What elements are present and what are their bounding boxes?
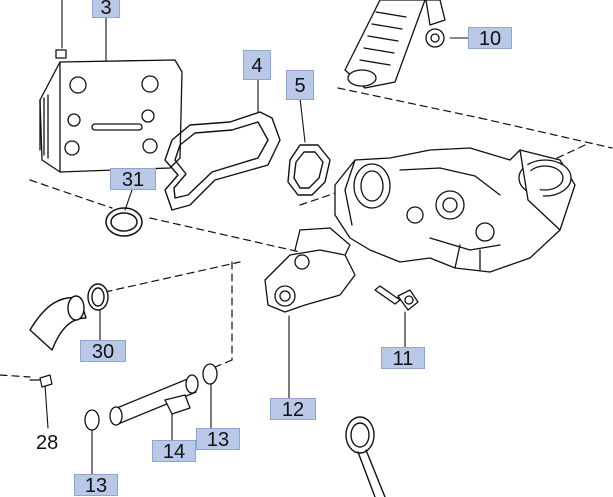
oil-filter-housing — [334, 147, 576, 273]
oil-cooler-part-3 — [39, 49, 183, 173]
dipstick-part — [345, 416, 386, 497]
bolt-part-11 — [374, 285, 419, 311]
callout-31: 31 — [110, 168, 156, 191]
callout-10: 10 — [468, 27, 512, 50]
callout-30: 30 — [80, 340, 126, 363]
callout-12: 12 — [270, 398, 316, 421]
gasket-part-4 — [164, 111, 281, 211]
sensor-part-10 — [344, 0, 446, 89]
bracket-part-12 — [264, 227, 356, 313]
seal-part-5 — [287, 144, 331, 196]
callout-13-lower: 13 — [74, 474, 118, 497]
pipe-part-14 — [84, 363, 218, 431]
o-ring-part-31 — [105, 207, 143, 237]
callout-13-upper: 13 — [196, 428, 240, 451]
callout-14: 14 — [152, 440, 196, 463]
label-28: 28 — [36, 432, 59, 454]
callout-11: 11 — [381, 347, 425, 370]
callout-3: 3 — [92, 0, 120, 19]
screw-part-28 — [29, 374, 53, 388]
callout-5: 5 — [286, 70, 314, 100]
leader-lines — [44, 0, 471, 475]
hose-part-30 — [29, 283, 109, 351]
callout-4: 4 — [243, 50, 271, 80]
